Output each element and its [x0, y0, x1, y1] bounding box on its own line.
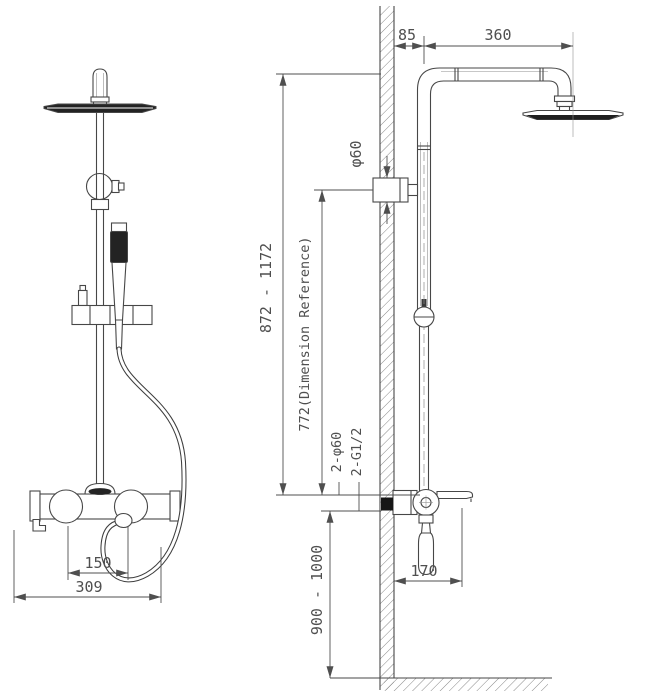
- dim-label-bracket-diameter: φ60: [347, 140, 365, 167]
- diverter-front: [85, 172, 125, 211]
- dim-label-inlet-holes: 2-φ60: [329, 432, 345, 473]
- dimension-309: 309: [13, 530, 162, 603]
- shower-hose: [100, 346, 187, 583]
- front-view: 150 309: [13, 68, 187, 603]
- dimension-85: 85: [394, 26, 425, 64]
- mixer-valve-front: [29, 482, 181, 532]
- riser-pipe-front: [95, 112, 105, 487]
- hand-shower-front: [110, 222, 128, 350]
- dim-label-body-width: 309: [75, 578, 102, 596]
- dimension-772-reference: 772(Dimension Reference): [276, 189, 420, 496]
- wall: [379, 6, 395, 690]
- dim-label-height-range: 872 - 1172: [257, 243, 275, 333]
- dimension-150: 150: [67, 526, 129, 580]
- dim-label-reference-height: 772(Dimension Reference): [297, 236, 313, 431]
- wall-bracket: [372, 177, 419, 203]
- rain-shower-head-side: [522, 32, 624, 137]
- dimension-872-1172: 872 - 1172: [257, 73, 381, 495]
- dim-label-wall-offset: 85: [398, 26, 416, 44]
- shower-holder: [71, 284, 153, 326]
- dimension-360: 360: [424, 26, 573, 50]
- dim-label-mount-height: 900 - 1000: [308, 545, 326, 635]
- hose-outlet: [114, 512, 133, 529]
- dim-label-handle-spacing: 150: [84, 554, 111, 572]
- dimension-170: 170: [394, 508, 463, 587]
- dimension-inlet-labels: 2-φ60 2-G1/2: [329, 428, 365, 511]
- hand-shower-side: [417, 514, 435, 576]
- dim-label-arm-reach: 360: [484, 26, 511, 44]
- dim-label-inlet-thread: 2-G1/2: [349, 428, 365, 477]
- floor: [330, 677, 552, 691]
- mixer-valve-side: [381, 488, 474, 517]
- water-inlet: [381, 497, 393, 511]
- side-view: 85 360 φ60 872 - 1172 772(Dimension Refe…: [257, 6, 624, 691]
- dimension-900-1000: 900 - 1000: [308, 510, 381, 678]
- shower-arm-side: [416, 67, 572, 142]
- riser-pipe-side: [413, 142, 435, 492]
- dim-label-spout-reach: 170: [410, 562, 437, 580]
- spout: [436, 490, 474, 500]
- left-handle: [48, 489, 84, 524]
- rain-shower-head-front: [43, 68, 157, 113]
- dimension-phi60: φ60: [347, 140, 391, 224]
